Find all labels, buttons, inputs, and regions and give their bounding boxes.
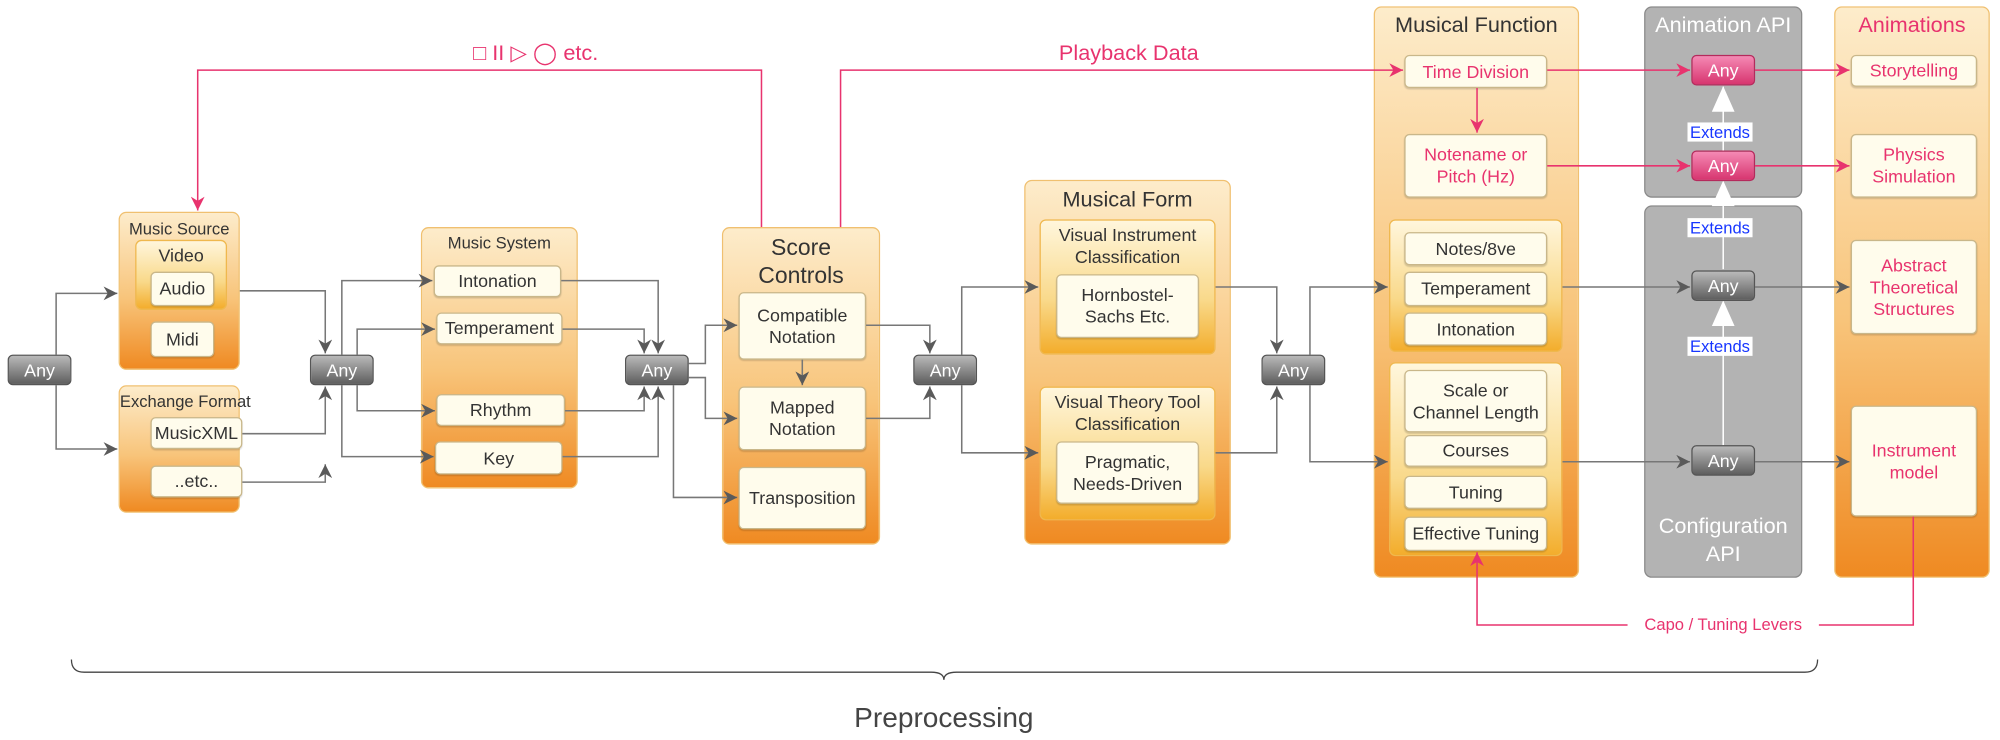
connector <box>242 386 333 435</box>
function-intonation-box: Intonation <box>1404 312 1548 346</box>
connector <box>866 324 937 354</box>
connector <box>1215 286 1284 354</box>
time-division-box: Time Division <box>1404 54 1548 89</box>
any-node-config-2: Any <box>1691 445 1756 476</box>
connector <box>866 386 937 420</box>
midi-box: Midi <box>150 321 215 358</box>
extends-label: Extends <box>1687 122 1753 142</box>
any-node-source: Any <box>309 354 374 386</box>
etc-box: ..etc.. <box>150 465 243 498</box>
extends-arrow <box>1711 180 1735 207</box>
connector <box>960 280 1039 355</box>
physics-simulation-box: Physics Simulation <box>1850 133 1978 198</box>
pragmatic-box: Pragmatic, Needs-Driven <box>1056 441 1199 504</box>
abstract-structures-box: Abstract Theoretical Structures <box>1850 239 1978 335</box>
music-source-title: Music Source <box>128 219 230 239</box>
connector <box>562 386 666 458</box>
courses-box: Courses <box>1404 434 1548 467</box>
animation-api-title: Animation API <box>1655 12 1792 37</box>
extends-label: Extends <box>1687 218 1753 238</box>
connector <box>239 290 333 354</box>
rhythm-box: Rhythm <box>436 394 566 427</box>
scale-length-box: Scale or Channel Length <box>1404 369 1548 433</box>
connector <box>242 464 333 483</box>
visual-instrument-title: Visual Instrument Classification <box>1058 224 1197 267</box>
extends-arrow <box>1711 86 1735 112</box>
connector <box>1309 385 1388 469</box>
playback-controls-label: □ II ▷ ◯ etc. <box>473 40 599 66</box>
playback-data-label: Playback Data <box>1058 40 1199 66</box>
hornbostel-sachs-box: Hornbostel-Sachs Etc. <box>1056 274 1199 339</box>
connector <box>561 279 666 354</box>
connector <box>1215 386 1284 454</box>
connector <box>688 376 738 426</box>
connector <box>562 328 652 354</box>
connector <box>1309 280 1388 355</box>
transposition-box: Transposition <box>738 466 867 530</box>
extends-arrow <box>1711 300 1735 327</box>
capo-tuning-label: Capo / Tuning Levers <box>1627 614 1819 634</box>
notes-per-octave-box: Notes/8ve <box>1404 232 1548 266</box>
any-node-animation-2: Any <box>1691 150 1756 182</box>
tuning-box: Tuning <box>1404 475 1548 509</box>
connector <box>688 318 738 365</box>
capo-line <box>1470 516 1915 626</box>
storytelling-box: Storytelling <box>1850 54 1978 87</box>
connector <box>356 322 435 355</box>
connector <box>960 385 1039 460</box>
preprocessing-brace <box>70 659 1819 680</box>
visual-theory-title: Visual Theory Tool Classification <box>1054 391 1201 434</box>
connector <box>356 385 435 418</box>
controls-feedback-line <box>190 69 763 228</box>
music-system-title: Music System <box>447 233 551 253</box>
connector <box>55 286 118 355</box>
any-node-form: Any <box>1261 354 1326 386</box>
musical-form-title: Musical Form <box>1062 187 1193 212</box>
key-box: Key <box>434 441 563 475</box>
compatible-notation-box: Compatible Notation <box>738 292 867 360</box>
playback-data-line <box>839 63 1404 228</box>
exchange-format-title: Exchange Format <box>119 391 251 411</box>
any-node-config-1: Any <box>1691 270 1756 302</box>
video-label: Video <box>158 244 204 266</box>
function-temperament-box: Temperament <box>1404 271 1548 307</box>
temperament-box: Temperament <box>436 312 563 345</box>
configuration-api-title: Configuration API <box>1658 514 1788 567</box>
animations-title: Animations <box>1858 12 1966 37</box>
score-controls-title-2: Controls <box>758 262 844 289</box>
effective-tuning-box: Effective Tuning <box>1404 516 1548 552</box>
connector <box>55 385 118 456</box>
instrument-model-box: Instrument model <box>1850 405 1978 517</box>
preprocessing-label: Preprocessing <box>854 701 1034 734</box>
connector <box>341 273 433 355</box>
intonation-box: Intonation <box>433 265 562 298</box>
audio-box: Audio <box>150 271 215 307</box>
connector <box>565 386 652 412</box>
any-node-score: Any <box>913 354 978 386</box>
musicxml-box: MusicXML <box>150 417 243 449</box>
notename-box: Notename or Pitch (Hz) <box>1404 133 1548 198</box>
any-node-system: Any <box>624 354 689 386</box>
any-node-input: Any <box>7 354 72 386</box>
connector <box>672 385 738 505</box>
score-controls-title-1: Score <box>771 234 832 261</box>
connector <box>341 385 434 464</box>
extends-label: Extends <box>1687 336 1753 356</box>
mapped-notation-box: Mapped Notation <box>738 386 867 451</box>
musical-function-title: Musical Function <box>1395 12 1558 37</box>
any-node-animation-1: Any <box>1691 54 1756 86</box>
